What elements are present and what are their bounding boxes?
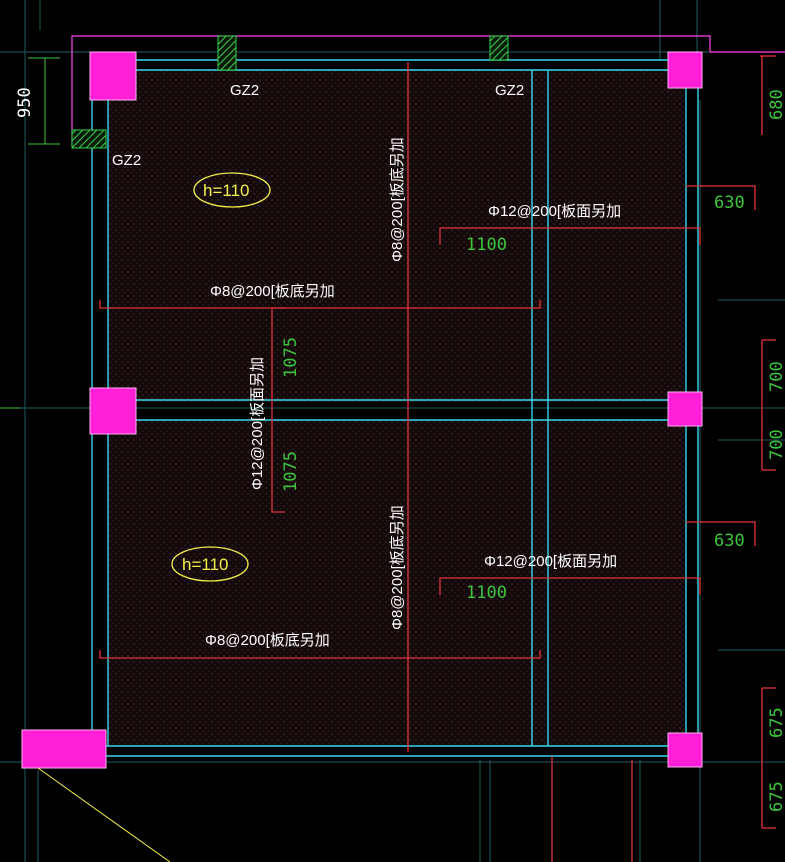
rebar-label-mid-vertical: Φ12@200[板面另加 [248,357,266,490]
rebar-label-bottom-vertical: Φ8@200[板底另加 [388,505,406,630]
slab-panel-top [108,70,686,402]
column-mid-right [667,391,703,427]
dimension-1100-top: 1100 [466,235,507,255]
gz-column-top-2 [489,35,509,61]
slab-tag-bottom-icon [171,546,249,582]
dimension-1100-bottom: 1100 [466,583,507,603]
dimension-950: 950 [15,87,35,118]
diagonal-line [37,767,171,862]
rebar-label-bottom-right: Φ12@200[板面另加 [484,552,617,570]
gz-columns [71,35,509,149]
slab-tag-top-icon [193,172,271,208]
column-mid-left [89,387,137,435]
dimension-680: 680 [767,89,785,120]
dimension-630-top: 630 [714,193,745,213]
dimension-675-top: 675 [767,707,785,738]
slab-thickness-bottom: h=110 [182,555,228,574]
dimension-700-top: 700 [767,361,785,392]
gz-label-top-1: GZ2 [230,82,259,99]
dimension-630-bottom: 630 [714,531,745,551]
dimension-1075-bottom: 1075 [281,451,301,492]
rebar-label-top-right: Φ12@200[板面另加 [488,202,621,220]
column-bottom-right [667,732,703,768]
dimension-675-bottom: 675 [767,781,785,812]
column-top-right [667,51,703,89]
rebar-lines [99,55,776,862]
column-bottom-left [21,729,107,769]
column-top-left [89,51,137,101]
rebar-label-top-horizontal: Φ8@200[板底另加 [210,282,335,300]
slab-thickness-top: h=110 [203,181,249,200]
gz-column-top-1 [217,35,237,71]
gz-label-left: GZ2 [112,152,141,169]
dimension-700-bottom: 700 [767,429,785,460]
dimension-1075-top: 1075 [281,337,301,378]
rebar-label-bottom-horizontal: Φ8@200[板底另加 [205,631,330,649]
gz-column-left [71,129,107,149]
slab-panel-bottom [108,420,686,746]
rebar-label-top-vertical: Φ8@200[板底另加 [388,137,406,262]
gz-label-top-2: GZ2 [495,82,524,99]
columns [21,51,703,769]
left-dimension-950 [28,57,60,145]
